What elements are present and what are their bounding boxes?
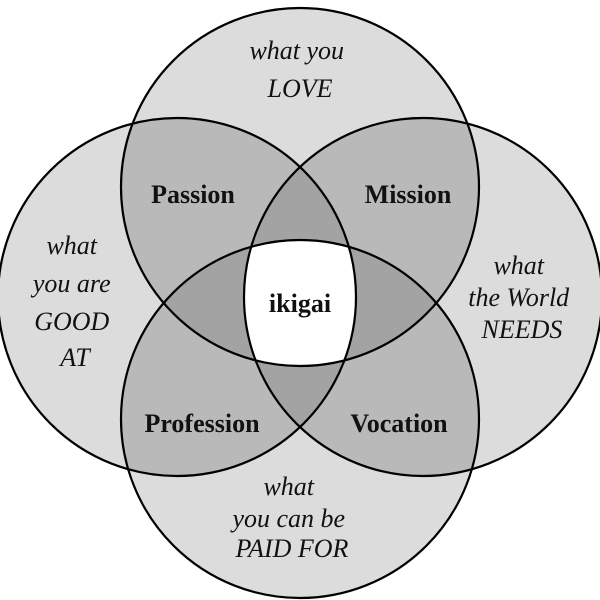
label-paid-for: what you can be PAID FOR (229, 472, 351, 563)
label-profession: Profession (144, 409, 260, 438)
triple-overlaps (121, 118, 479, 476)
label-good-at-line-3: GOOD (34, 307, 109, 336)
outline-good-at (0, 116, 358, 478)
label-love: what you LOVE (249, 36, 350, 103)
circle-outlines (0, 6, 600, 600)
label-love-line-1: what you (249, 36, 344, 65)
label-passion: Passion (151, 180, 235, 209)
label-vocation: Vocation (350, 409, 448, 438)
overlap-bottom-left-right (244, 240, 356, 476)
label-paid-for-line-1: what (263, 472, 314, 501)
label-good-at: what you are GOOD AT (30, 231, 117, 372)
label-world-needs: what the World NEEDS (468, 251, 575, 344)
overlap-top-left-right (244, 118, 356, 366)
label-good-at-line-2: you are (30, 269, 111, 298)
overlap-right-top-bottom (244, 240, 479, 366)
label-paid-for-line-2: you can be (229, 504, 345, 533)
outline-world-needs (242, 116, 600, 478)
label-world-needs-line-2: the World (468, 283, 570, 312)
label-paid-for-line-3: PAID FOR (235, 534, 349, 563)
label-mission: Mission (365, 180, 452, 209)
outline-love (119, 6, 481, 368)
label-good-at-line-1: what (46, 231, 97, 260)
label-world-needs-line-3: NEEDS (481, 315, 563, 344)
outline-paid-for (119, 238, 481, 600)
label-world-needs-line-1: what (493, 251, 544, 280)
overlap-left-top-bottom (121, 240, 356, 366)
label-good-at-line-4: AT (58, 343, 91, 372)
label-love-line-2: LOVE (267, 74, 333, 103)
label-ikigai: ikigai (269, 289, 331, 318)
